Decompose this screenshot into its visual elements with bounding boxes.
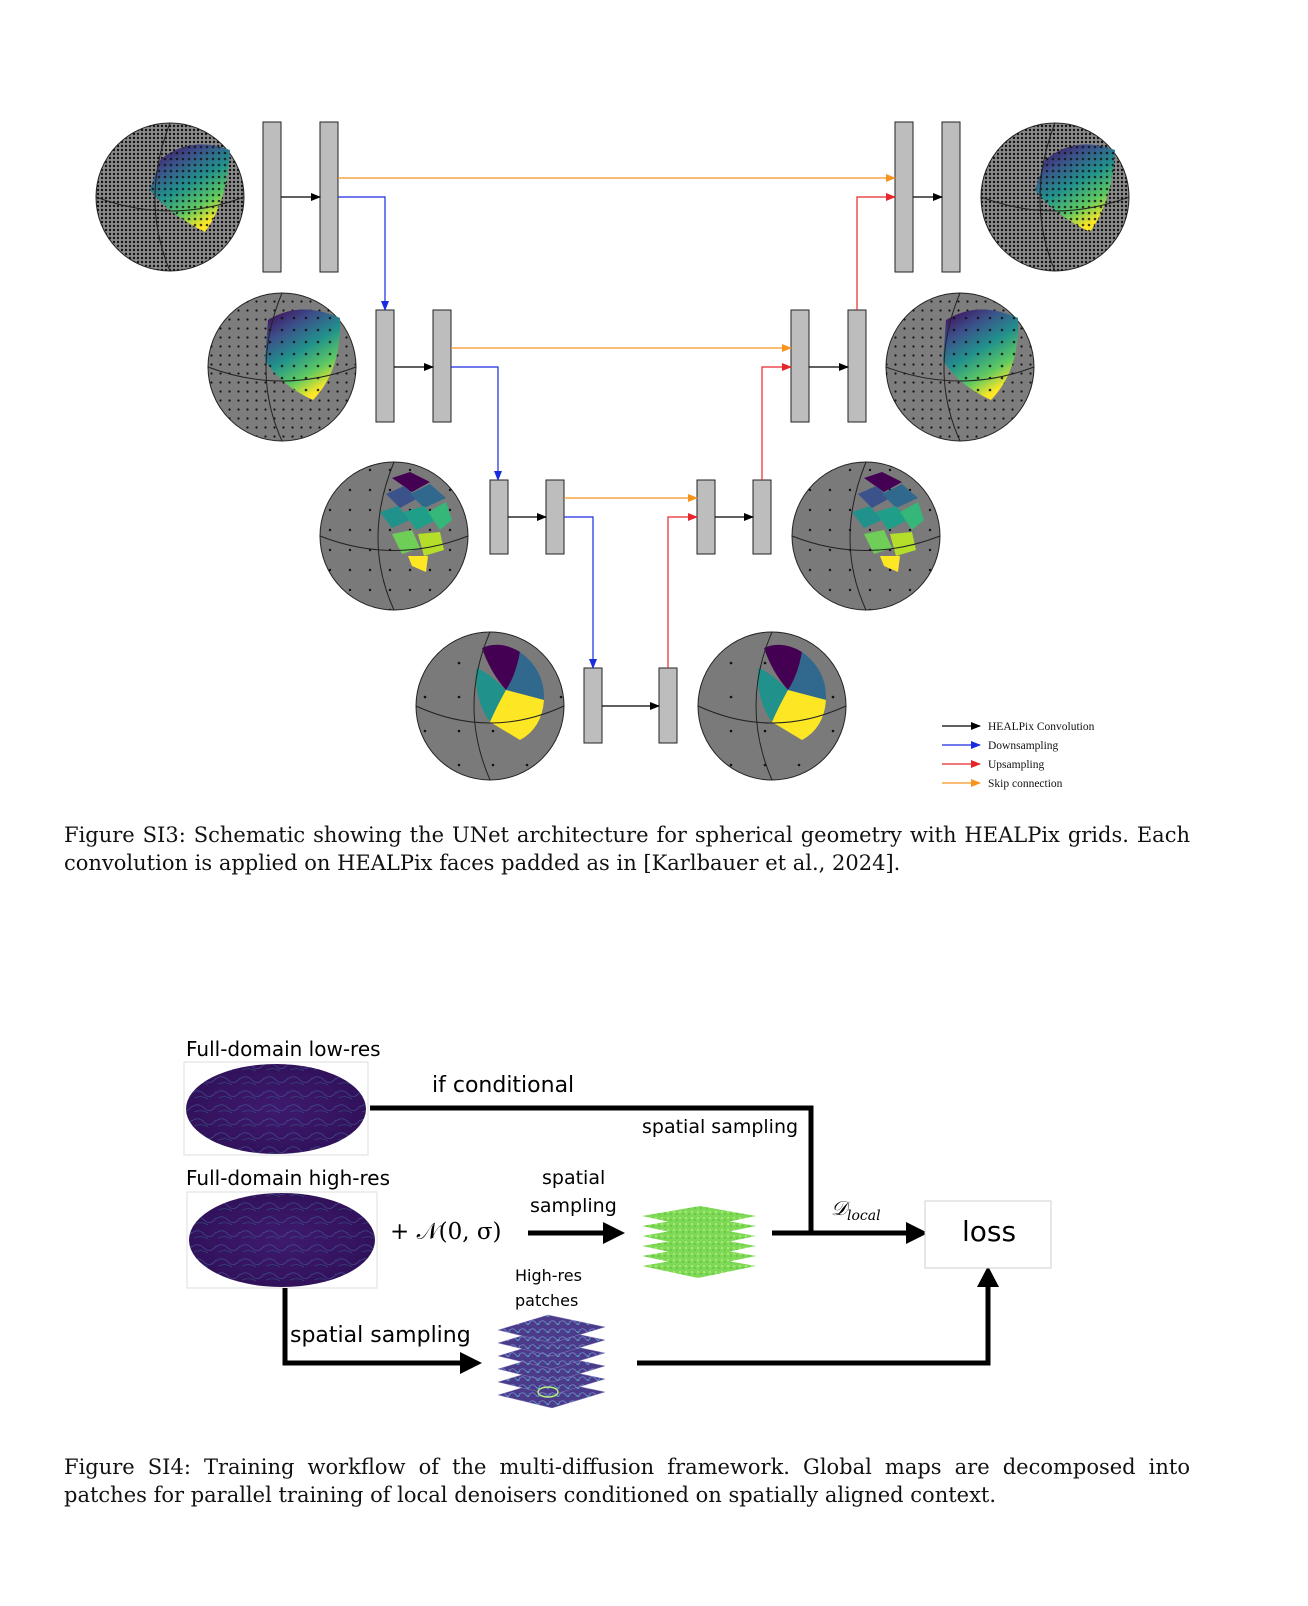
- block-dec2-b: [847, 309, 867, 423]
- sphere-level2-output: [885, 292, 1035, 442]
- block-enc2-a: [375, 309, 395, 423]
- sphere-level4-input: [415, 631, 565, 781]
- block-bottleneck-a: [583, 667, 603, 744]
- loss-box: [924, 1200, 1052, 1269]
- lowres-map: [183, 1061, 369, 1156]
- label-full-highres: Full-domain high-res: [186, 1166, 391, 1190]
- label-if-conditional: if conditional: [432, 1073, 575, 1098]
- block-enc2-b: [432, 309, 452, 423]
- sphere-level3-output: [791, 461, 941, 611]
- label-spatial-sampling-mid-1: spatial: [542, 1167, 606, 1189]
- block-dec3-b: [752, 479, 772, 555]
- label-loss: loss: [962, 1215, 1017, 1248]
- sphere-level3-input: [319, 461, 469, 611]
- lowres-patch-stack: [642, 1206, 756, 1278]
- downsampling-arrows: [338, 196, 597, 669]
- legend: HEALPix Convolution Downsampling Upsampl…: [942, 721, 1095, 790]
- label-spatial-sampling-top: spatial sampling: [642, 1116, 799, 1138]
- label-spatial-sampling-bottom: spatial sampling: [290, 1323, 471, 1348]
- block-bottleneck-b: [658, 667, 678, 744]
- highres-patch-stack: [497, 1314, 606, 1409]
- label-spatial-sampling-mid-2: sampling: [530, 1195, 617, 1217]
- workflow-arrows: [282, 1105, 991, 1366]
- block-enc3-a: [489, 479, 509, 555]
- sphere-level1-input: [95, 122, 245, 272]
- label-noise: + 𝒩(0, σ): [390, 1219, 502, 1245]
- unet-diagram: HEALPix Convolution Downsampling Upsampl…: [95, 121, 1130, 790]
- highres-map: [186, 1191, 378, 1289]
- figure-si4-caption: Figure SI4: Training workflow of the mul…: [64, 1455, 1190, 1507]
- label-d-local: 𝒟local: [831, 1196, 881, 1224]
- upsampling-arrows: [667, 193, 896, 668]
- block-enc1-b: [319, 121, 339, 273]
- legend-label-skip: Skip connection: [988, 778, 1063, 790]
- sphere-level1-output: [980, 122, 1130, 272]
- workflow-arrowheads: [460, 1222, 999, 1374]
- legend-label-downsampling: Downsampling: [988, 740, 1059, 752]
- legend-label-convolution: HEALPix Convolution: [988, 721, 1095, 733]
- label-full-lowres: Full-domain low-res: [186, 1037, 381, 1061]
- legend-label-upsampling: Upsampling: [988, 759, 1044, 771]
- skip-arrows: [338, 174, 896, 502]
- block-enc3-b: [545, 479, 565, 555]
- convolution-arrows: [281, 193, 943, 710]
- block-dec2-a: [790, 309, 810, 423]
- conv-blocks: [262, 121, 961, 744]
- block-dec3-a: [696, 479, 716, 555]
- label-highres-patches-2: patches: [515, 1291, 579, 1310]
- sphere-level2-input: [207, 292, 357, 442]
- block-dec1-a: [894, 121, 914, 273]
- label-d-local-main: 𝒟: [831, 1196, 847, 1220]
- label-highres-patches-1: High-res: [515, 1266, 582, 1285]
- figure-si3-caption: Figure SI3: Schematic showing the UNet a…: [64, 823, 1190, 875]
- block-dec1-b: [941, 121, 961, 273]
- block-enc1-a: [262, 121, 282, 273]
- workflow-diagram: [183, 1061, 1052, 1409]
- sphere-level4-output: [697, 631, 847, 781]
- label-d-local-sub: local: [846, 1208, 881, 1224]
